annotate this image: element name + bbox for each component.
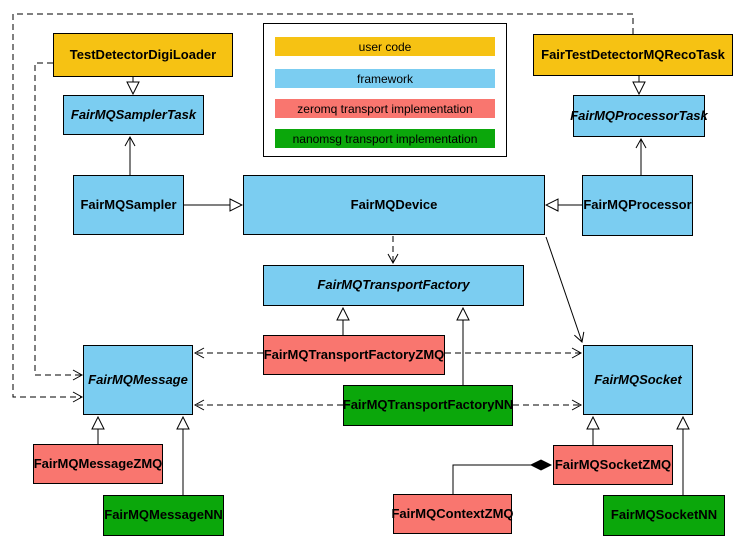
node-fairmqtransportfactoryzmq: FairMQTransportFactoryZMQ bbox=[263, 335, 445, 375]
node-label: FairMQMessageZMQ bbox=[33, 455, 163, 471]
node-label: TestDetectorDigiLoader bbox=[69, 46, 217, 62]
node-fairmqprocessortask: FairMQProcessorTask bbox=[570, 95, 708, 137]
node-fairmqmessage: FairMQMessage bbox=[83, 345, 193, 415]
node-label: FairMQTransportFactoryZMQ bbox=[263, 346, 445, 362]
legend-item-label: zeromq transport implementation bbox=[297, 101, 473, 116]
legend-item-zeromq: zeromq transport implementation bbox=[275, 99, 495, 118]
legend-item-user-code: user code bbox=[275, 37, 495, 56]
node-fairmqsamplertask: FairMQSamplerTask bbox=[63, 95, 204, 135]
node-fairmqsampler: FairMQSampler bbox=[73, 175, 184, 235]
node-label: FairMQSampler bbox=[80, 196, 177, 212]
node-label: FairMQSamplerTask bbox=[70, 106, 197, 122]
node-label: FairTestDetectorMQRecoTask bbox=[541, 46, 725, 62]
legend-item-framework: framework bbox=[275, 69, 495, 88]
legend-item-label: user code bbox=[358, 39, 412, 54]
legend-item-nanomsg: nanomsg transport implementation bbox=[275, 129, 495, 148]
legend-item-label: nanomsg transport implementation bbox=[292, 131, 478, 146]
node-fairmqsocketnn: FairMQSocketNN bbox=[603, 495, 725, 536]
node-label: FairMQProcessorTask bbox=[570, 107, 708, 123]
node-label: FairMQContextZMQ bbox=[391, 505, 514, 521]
node-fairmqdevice: FairMQDevice bbox=[243, 175, 545, 235]
node-fairmqcontextzmq: FairMQContextZMQ bbox=[391, 494, 514, 534]
node-label: FairMQMessageNN bbox=[104, 507, 223, 523]
node-fairmqsocketzmq: FairMQSocketZMQ bbox=[553, 445, 673, 485]
edge-association-fairmqdevice-to-fairmqsocket bbox=[545, 236, 585, 343]
node-fairmqtransportfactorynn: FairMQTransportFactoryNN bbox=[343, 385, 513, 426]
node-testdetectordigiloader: TestDetectorDigiLoader bbox=[53, 33, 233, 77]
node-fairmqtransportfactory: FairMQTransportFactory bbox=[263, 265, 524, 306]
node-label: FairMQTransportFactoryNN bbox=[342, 397, 514, 413]
edge-dependency-fairtestdetectormqrecotask-to-fairmqmessage bbox=[12, 13, 634, 403]
node-label: FairMQMessage bbox=[88, 371, 188, 387]
node-label: FairMQSocketNN bbox=[610, 507, 718, 523]
node-fairmqsocket: FairMQSocket bbox=[583, 345, 693, 415]
node-fairmqmessagenn: FairMQMessageNN bbox=[103, 495, 224, 536]
edge-dependency-testdetectordigiloader-to-fairmqmessage bbox=[34, 62, 84, 381]
node-fairtestdetectormqrecotask: FairTestDetectorMQRecoTask bbox=[533, 34, 733, 76]
node-label: FairMQDevice bbox=[350, 196, 438, 212]
node-label: FairMQSocket bbox=[594, 371, 682, 387]
node-label: FairMQTransportFactory bbox=[317, 277, 470, 293]
node-fairmqprocessor: FairMQProcessor bbox=[582, 175, 693, 236]
legend: user code framework zeromq transport imp… bbox=[263, 23, 507, 157]
node-label: FairMQProcessor bbox=[583, 197, 692, 213]
edge-composition-fairmqcontextzmq-to-fairmqsocketzmq bbox=[452, 465, 551, 494]
node-label: FairMQSocketZMQ bbox=[554, 456, 672, 472]
legend-item-label: framework bbox=[356, 71, 413, 86]
node-fairmqmessagezmq: FairMQMessageZMQ bbox=[33, 444, 163, 484]
